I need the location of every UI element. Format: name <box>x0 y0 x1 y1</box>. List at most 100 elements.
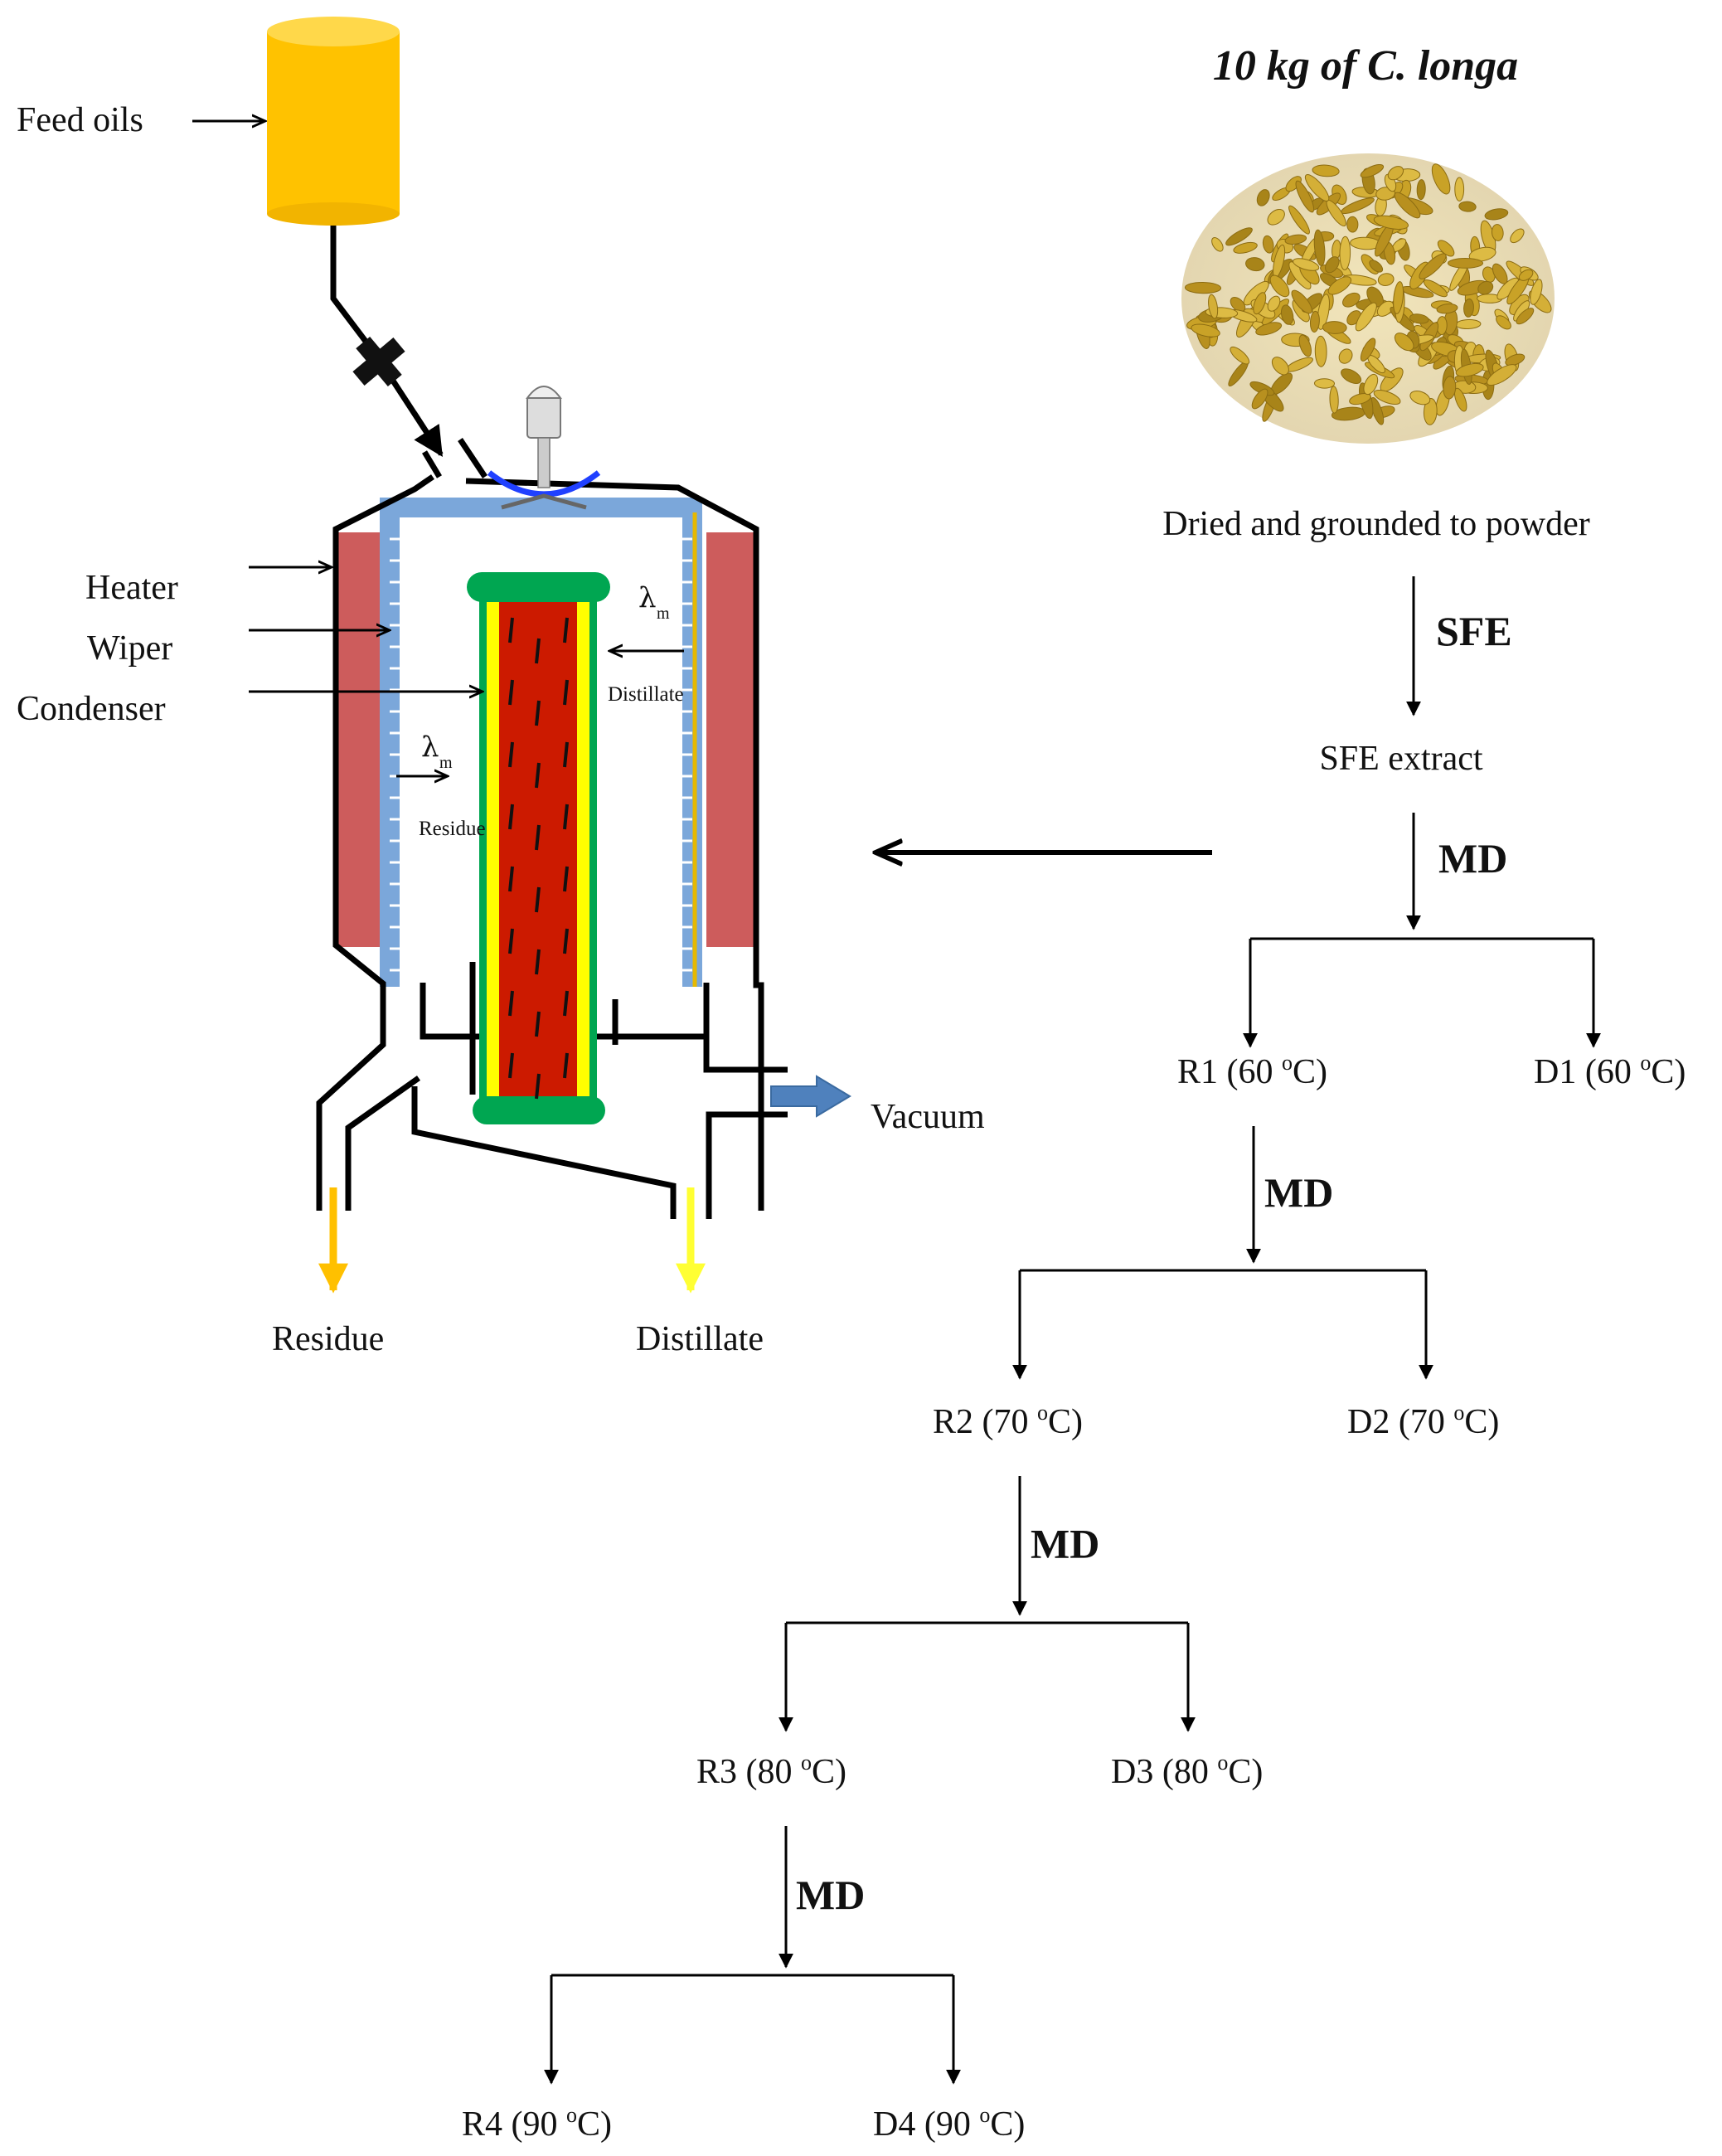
turmeric-piece <box>1314 335 1327 367</box>
turmeric-piece <box>1416 179 1426 201</box>
distillate-fraction-label-4: D4 (90 oC) <box>873 2103 1025 2144</box>
md-step-label-3: MD <box>1031 1521 1099 1567</box>
fraction-name: D3 (80 <box>1111 1753 1217 1791</box>
core-dash <box>508 928 514 954</box>
turmeric-piece <box>1363 373 1379 396</box>
degree-symbol: o <box>1217 1751 1228 1775</box>
degree-symbol: o <box>566 2103 577 2127</box>
turmeric-piece <box>1455 362 1484 377</box>
degree-symbol: o <box>979 2103 990 2127</box>
md-step-label-2: MD <box>1264 1169 1333 1216</box>
core-dash <box>563 741 569 768</box>
turmeric-piece <box>1530 279 1543 305</box>
turmeric-piece <box>1309 310 1320 333</box>
feed-tank <box>267 17 400 226</box>
feed-tank-body <box>267 32 400 214</box>
turmeric-piece <box>1322 321 1347 334</box>
distillate-fraction-label-2: D2 (70 oC) <box>1347 1401 1499 1441</box>
residue-outlet-inner <box>345 1076 421 1211</box>
fraction-name: D2 (70 <box>1347 1403 1453 1441</box>
turmeric-piece <box>1349 393 1371 405</box>
sfe-extract-label: SFE extract <box>1319 740 1482 778</box>
motor-icon <box>487 386 601 510</box>
turmeric-piece <box>1314 378 1335 389</box>
turmeric-piece <box>1293 258 1320 271</box>
core-dash <box>508 741 514 768</box>
temp-unit: C) <box>1464 1403 1499 1441</box>
svg-text:λ: λ <box>421 731 439 764</box>
turmeric-piece <box>1327 276 1352 295</box>
turmeric-piece <box>1394 333 1414 352</box>
feed-tank-bottom <box>267 202 400 226</box>
turmeric-piece <box>1468 246 1496 262</box>
turmeric-piece <box>1312 164 1340 177</box>
fraction-name: R3 (80 <box>696 1753 801 1791</box>
core-dash <box>508 1052 514 1079</box>
degree-symbol: o <box>801 1751 812 1775</box>
turmeric-piece <box>1453 387 1467 412</box>
turmeric-piece <box>1262 235 1274 254</box>
turmeric-piece <box>1487 364 1517 386</box>
fraction-name: R1 (60 <box>1177 1053 1282 1091</box>
turmeric-piece <box>1341 368 1362 384</box>
heater-right <box>706 532 754 947</box>
condenser-bottom-cap <box>473 1096 605 1124</box>
turmeric-piece <box>1516 308 1535 325</box>
residue-fraction-label-2: R2 (70 oC) <box>933 1401 1083 1441</box>
core-dash <box>508 804 514 830</box>
residue-fraction-label-1: R1 (60 oC) <box>1177 1051 1327 1091</box>
motor-inlet-lip <box>458 438 487 478</box>
turmeric-piece <box>1233 241 1258 254</box>
distillate-funnel <box>411 1086 677 1219</box>
svg-text:m: m <box>439 754 453 772</box>
turmeric-piece <box>1477 280 1494 295</box>
turmeric-piece <box>1267 295 1281 312</box>
turmeric-piece <box>1298 334 1312 357</box>
core-dash <box>535 1011 541 1037</box>
turmeric-piece <box>1267 209 1285 226</box>
turmeric-piece <box>1256 189 1270 206</box>
degree-symbol: o <box>1640 1051 1651 1075</box>
temp-unit: C) <box>1293 1053 1327 1091</box>
body-wall-left <box>316 474 434 1211</box>
flow-title: 10 kg of C. longa <box>1213 42 1518 90</box>
turmeric-piece <box>1510 228 1525 244</box>
temp-unit: C) <box>1228 1753 1263 1791</box>
temp-unit: C) <box>1048 1403 1083 1441</box>
degree-symbol: o <box>1282 1051 1293 1075</box>
turmeric-powder-image <box>1181 153 1555 444</box>
body-wall-right-outer <box>465 478 764 1211</box>
turmeric-piece <box>1447 258 1484 269</box>
turmeric-piece <box>1245 257 1265 272</box>
core-dash <box>535 886 541 913</box>
turmeric-piece <box>1491 224 1504 241</box>
turmeric-piece <box>1436 303 1458 314</box>
core-dash <box>563 928 569 954</box>
core-dash <box>535 700 541 726</box>
turmeric-piece <box>1325 256 1340 274</box>
core-dash <box>535 949 541 975</box>
turmeric-piece <box>1423 279 1448 298</box>
turmeric-piece <box>1253 292 1267 315</box>
md-stage-1: R1 (60 oC)D1 (60 oC) <box>1177 937 1686 1091</box>
turmeric-piece <box>1208 294 1219 319</box>
turmeric-piece <box>1409 391 1431 405</box>
vacuum-port-bottom <box>706 1111 788 1219</box>
turmeric-piece <box>1280 304 1294 325</box>
feed-valve-icon <box>352 336 405 387</box>
heater-label: Heater <box>85 569 178 607</box>
distillate-fraction-label-3: D3 (80 oC) <box>1111 1751 1263 1791</box>
core-dash <box>508 617 514 643</box>
vacuum-label: Vacuum <box>871 1098 985 1136</box>
distillate-outlet-label: Distillate <box>636 1320 764 1358</box>
turmeric-piece <box>1458 201 1477 212</box>
core-dash <box>563 679 569 706</box>
temp-unit: C) <box>990 2105 1025 2144</box>
core-dash <box>535 1073 541 1100</box>
inner-distillate-label: Distillate <box>608 683 684 706</box>
wiper-frame <box>380 498 702 987</box>
residue-fraction-label-3: R3 (80 oC) <box>696 1751 846 1791</box>
feed-tank-top <box>267 17 400 46</box>
turmeric-piece <box>1377 273 1395 286</box>
